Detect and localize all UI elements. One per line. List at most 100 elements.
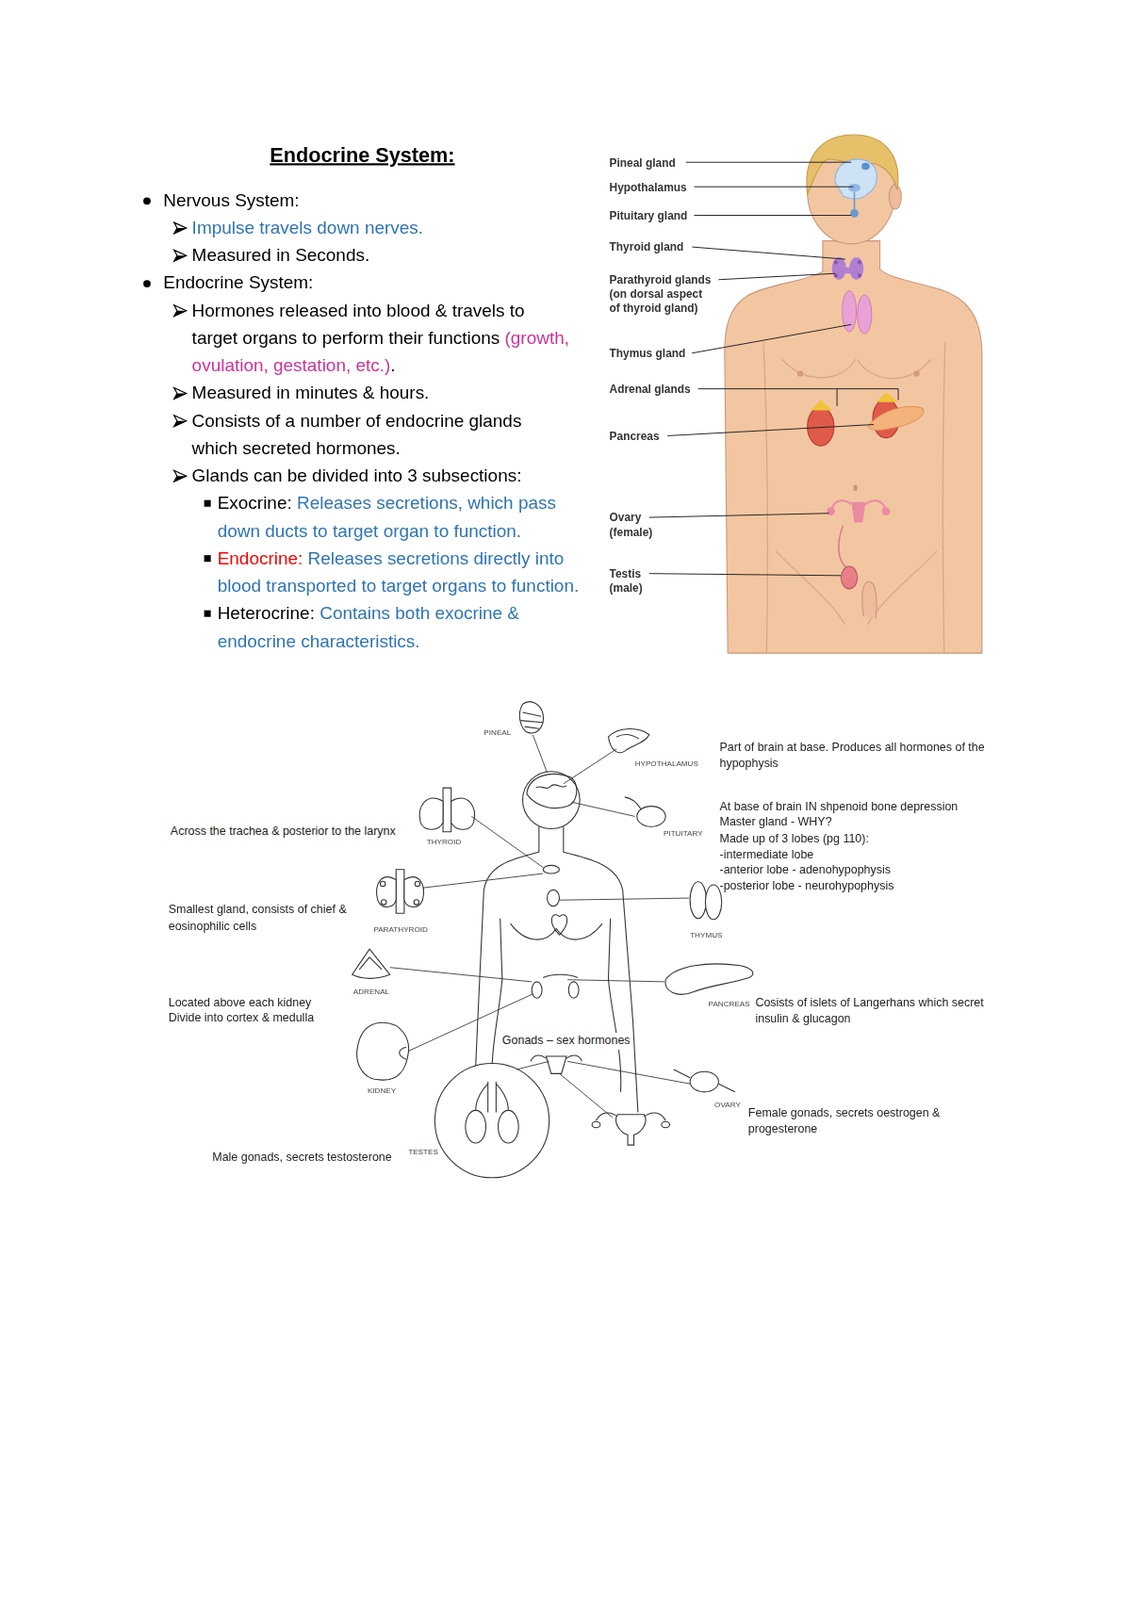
bullet-text: Endocrine:	[217, 547, 304, 569]
gland-drawing	[419, 798, 443, 830]
bullet-symbol	[174, 222, 187, 234]
anatomy-figure	[913, 370, 919, 377]
leader-line	[567, 1061, 690, 1084]
bullet-symbol	[204, 555, 213, 563]
anatomy-figure	[724, 134, 983, 654]
body-outline	[526, 774, 577, 809]
body-outline	[474, 771, 639, 1114]
anatomy-figure	[838, 267, 856, 274]
bullet-symbol	[143, 279, 151, 288]
body-outline	[547, 889, 560, 906]
anatomy-figure	[942, 342, 946, 654]
anatomy-figure	[875, 392, 899, 403]
bullet-symbol	[174, 228, 187, 234]
gland-drawing	[689, 1071, 719, 1093]
leader-line	[567, 980, 665, 983]
bullet-symbol	[174, 304, 187, 316]
leader-line	[718, 273, 835, 279]
note-text: -intermediate lobe	[720, 847, 815, 864]
gland-drawing	[704, 885, 722, 920]
leader-line	[559, 898, 690, 901]
gland-drawing	[404, 877, 425, 908]
note-text: Male gonads, secrets testosterone	[212, 1150, 392, 1167]
gland-label: Ovary (female)	[609, 510, 673, 540]
leader-line	[693, 186, 853, 188]
body-outline	[536, 785, 567, 789]
leader-line	[559, 1073, 613, 1118]
gland-drawing	[357, 1022, 410, 1081]
leader-line	[686, 162, 852, 164]
body-outline	[563, 852, 639, 1113]
body-outline	[607, 918, 621, 1093]
bullet-symbol	[173, 248, 188, 263]
leader-line	[691, 246, 845, 260]
anatomy-figure	[724, 241, 983, 655]
bullet-text: Endocrine System:	[163, 272, 313, 294]
bullet-symbol	[142, 195, 153, 206]
leader-line	[693, 214, 852, 216]
body-outline	[545, 1056, 567, 1074]
gland-drawing	[451, 798, 476, 830]
bullet-text: .	[390, 354, 395, 376]
gland-caption: PINEAL	[483, 727, 511, 738]
anatomy-figure	[857, 273, 862, 278]
gland-drawing	[379, 881, 385, 886]
gland-drawing	[475, 1081, 509, 1113]
notes-column: Nervous System:Impulse travels down nerv…	[0, 186, 654, 656]
anatomy-figure	[882, 507, 891, 516]
leader-line	[571, 802, 635, 817]
leader-line	[390, 967, 533, 983]
bullet-symbol	[143, 196, 151, 205]
note-text: -posterior lobe - neurohypophysis	[720, 878, 895, 895]
bullet-symbol	[173, 303, 188, 318]
gland-drawing	[519, 702, 543, 734]
gland-drawing	[395, 869, 405, 915]
anatomy-figure	[775, 551, 846, 625]
note-text: Master gland - WHY?	[720, 814, 833, 831]
anatomy-figure	[810, 400, 834, 411]
anatomy-figure	[861, 163, 870, 171]
anatomy-figure	[868, 406, 924, 430]
bullet-item: Heterocrine:Contains both exocrine & end…	[217, 599, 591, 655]
bullet-text: Hormones released into blood & travels t…	[192, 299, 525, 348]
gland-drawing	[616, 735, 640, 740]
leader-line	[667, 425, 874, 437]
gland-drawing	[607, 729, 649, 754]
anatomy-figure	[850, 209, 859, 218]
gland-drawing	[637, 806, 666, 828]
leader-line	[649, 162, 899, 576]
note-text: Female gonads, secrets oestrogen & proge…	[748, 1105, 953, 1138]
bullet-item: Glands can be divided into 3 subsections…	[192, 461, 571, 490]
gland-drawing	[465, 1110, 487, 1144]
body-outline	[542, 865, 559, 874]
anatomy-figure	[826, 507, 836, 516]
gland-drawing	[520, 712, 543, 729]
bullet-symbol	[142, 278, 153, 289]
page-title: Endocrine System:	[158, 142, 567, 169]
anatomy-figure	[857, 359, 932, 378]
body-outline	[523, 771, 581, 830]
gland-drawing	[591, 1121, 601, 1128]
gland-drawing	[673, 1069, 736, 1093]
leader-line	[390, 735, 690, 1118]
note-text: Across the trachea & posterior to the la…	[168, 823, 398, 840]
bullet-item: Endocrine:Releases secretions directly i…	[217, 544, 591, 600]
gland-drawing	[616, 1114, 647, 1146]
bullet-symbol	[174, 420, 187, 427]
bullet-symbol	[174, 475, 187, 482]
anatomy-figure	[862, 581, 877, 619]
bullet-text: Measured in Seconds.	[192, 244, 371, 265]
anatomy-figure	[782, 359, 856, 378]
gland-label: Pituitary gland	[609, 208, 689, 223]
body-outline	[551, 915, 567, 935]
gland-drawing	[498, 1110, 520, 1144]
anatomy-figure	[797, 370, 804, 377]
note-text: Made up of 3 lobes (pg 110):	[720, 831, 869, 848]
anatomy-figure	[888, 184, 902, 210]
gland-drawing	[399, 1047, 407, 1060]
body-outline	[530, 1055, 582, 1062]
gland-drawing	[595, 1113, 666, 1121]
leader-line	[471, 816, 543, 868]
anatomy-figure	[848, 183, 861, 193]
anatomy-figure	[857, 260, 862, 264]
